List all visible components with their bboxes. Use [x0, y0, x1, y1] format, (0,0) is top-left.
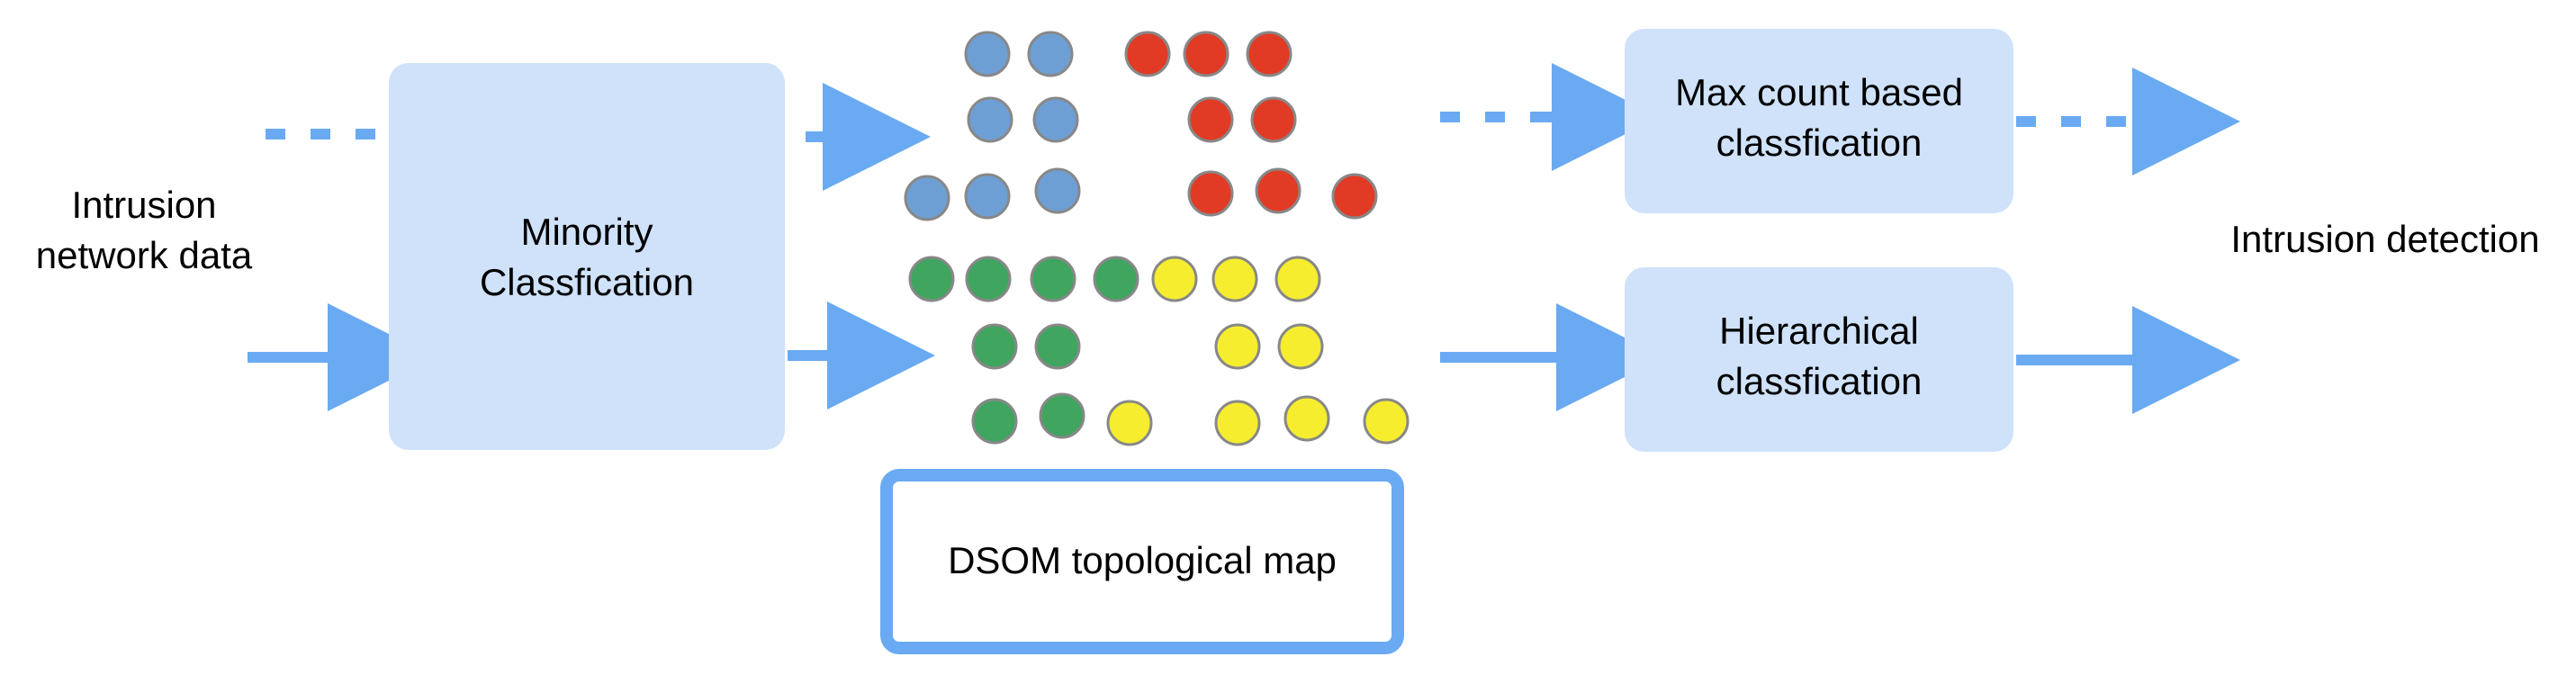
- dsom-node-green: [971, 398, 1018, 445]
- dsom-node-blue: [1027, 31, 1074, 77]
- max-count-classification-line2: classfication: [1716, 122, 1923, 164]
- dsom-node-green: [965, 256, 1012, 302]
- dsom-node-green: [1030, 256, 1076, 302]
- dsom-node-yellow: [1214, 400, 1261, 446]
- dsom-node-yellow: [1106, 400, 1153, 446]
- dsom-node-red: [1246, 31, 1293, 77]
- max-count-classification-box: [1625, 29, 2013, 213]
- dsom-node-green: [1093, 256, 1139, 302]
- dsom-node-blue: [967, 96, 1013, 143]
- dsom-node-blue: [1034, 167, 1081, 214]
- dsom-node-blue: [904, 175, 950, 221]
- dsom-node-grid: [904, 31, 1410, 446]
- max-count-classification-line1: Max count based: [1675, 71, 1963, 113]
- dsom-node-red: [1187, 170, 1234, 217]
- dsom-node-yellow: [1274, 256, 1321, 302]
- input-label-line2: network data: [36, 234, 253, 276]
- dsom-node-red: [1250, 96, 1297, 143]
- minority-classification-box: [389, 63, 785, 450]
- dsom-node-blue: [964, 173, 1011, 220]
- dsom-map-label: DSOM topological map: [948, 539, 1337, 581]
- dsom-node-red: [1124, 31, 1171, 77]
- dsom-node-red: [1331, 173, 1378, 220]
- dsom-node-yellow: [1277, 323, 1324, 370]
- hierarchical-classification-box: [1625, 267, 2013, 452]
- minority-classification-line1: Minority: [520, 211, 653, 253]
- dsom-node-red: [1187, 96, 1234, 143]
- hierarchical-classification-line2: classfication: [1716, 360, 1923, 402]
- dsom-node-blue: [964, 31, 1011, 77]
- dsom-node-yellow: [1214, 323, 1261, 370]
- input-label-line1: Intrusion: [71, 184, 216, 226]
- minority-classification-line2: Classfication: [480, 261, 694, 303]
- dsom-node-red: [1255, 167, 1302, 214]
- dsom-node-yellow: [1363, 398, 1410, 445]
- dsom-node-green: [908, 256, 955, 302]
- dsom-node-red: [1183, 31, 1229, 77]
- dsom-node-yellow: [1283, 395, 1330, 442]
- hierarchical-classification-line1: Hierarchical: [1719, 310, 1919, 352]
- output-label: Intrusion detection: [2230, 218, 2539, 260]
- dsom-node-green: [971, 323, 1018, 370]
- dsom-node-blue: [1032, 96, 1079, 143]
- dsom-map-label-box: [880, 469, 1404, 654]
- dsom-node-green: [1039, 392, 1085, 439]
- dsom-node-green: [1034, 323, 1081, 370]
- dsom-node-yellow: [1211, 256, 1258, 302]
- dsom-node-yellow: [1151, 256, 1198, 302]
